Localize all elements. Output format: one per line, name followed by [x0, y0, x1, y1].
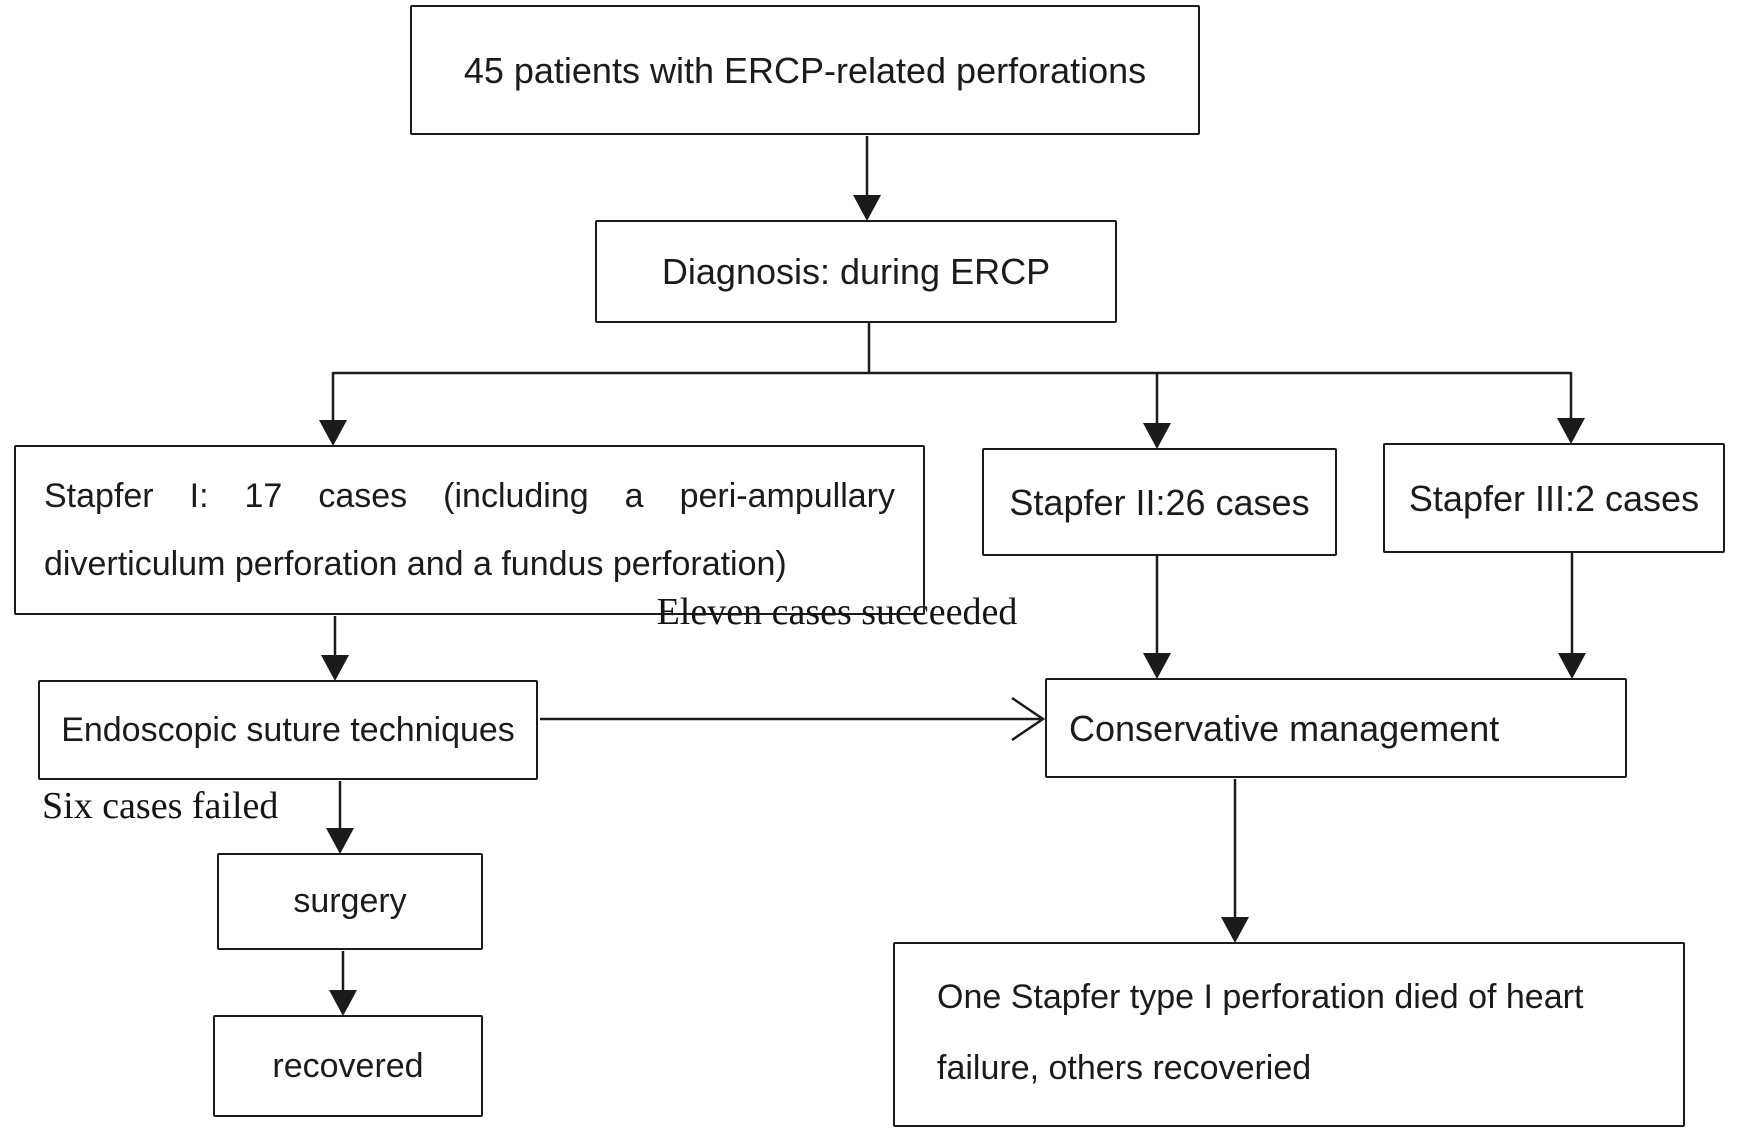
node-diagnosis-label: Diagnosis: during ERCP	[661, 251, 1051, 292]
edge-label-eleven-cases-succeeded: Eleven cases succeeded	[656, 591, 1018, 633]
node-outcome: One Stapfer type I perforation died of h…	[893, 942, 1685, 1127]
arrow-conservative-to-outcome	[1221, 779, 1249, 943]
arrow-patients-to-diagnosis	[853, 136, 881, 221]
node-recovered: recovered	[213, 1015, 483, 1117]
arrow-stapfer3-to-conservative	[1558, 553, 1586, 679]
node-stapfer-2: Stapfer II:26 cases	[982, 448, 1337, 556]
node-surgery-label: surgery	[293, 882, 407, 921]
node-endoscopic-suture: Endoscopic suture techniques	[38, 680, 538, 780]
arrow-rail-to-stapfer2	[1143, 372, 1171, 449]
node-diagnosis: Diagnosis: during ERCP	[595, 220, 1117, 323]
node-conservative-management: Conservative management	[1045, 678, 1627, 778]
branch-rail	[333, 323, 1571, 375]
node-outcome-line2: failure, others recoveried	[937, 1048, 1312, 1087]
arrow-rail-to-stapfer3	[1557, 372, 1585, 444]
node-endoscopic-suture-label: Endoscopic suture techniques	[61, 710, 515, 749]
node-conservative-management-label: Conservative management	[1069, 707, 1500, 749]
node-stapfer-1: Stapfer I: 17 cases (including a peri-am…	[14, 445, 925, 615]
node-stapfer-1-line2: diverticulum perforation and a fundus pe…	[44, 545, 787, 583]
arrow-stapfer1-to-endoscopic	[321, 616, 349, 681]
node-patients: 45 patients with ERCP-related perforatio…	[410, 5, 1200, 135]
node-stapfer-3-label: Stapfer III:2 cases	[1408, 477, 1700, 519]
node-stapfer-1-line1: Stapfer I: 17 cases (including a peri-am…	[44, 476, 895, 515]
arrow-stapfer2-to-conservative	[1143, 556, 1171, 679]
node-recovered-label: recovered	[272, 1046, 424, 1085]
node-surgery: surgery	[217, 853, 483, 950]
arrow-rail-to-stapfer1	[319, 372, 347, 446]
arrow-surgery-to-recovered	[329, 951, 357, 1016]
node-patients-label: 45 patients with ERCP-related perforatio…	[463, 49, 1147, 91]
arrow-endoscopic-to-surgery	[326, 781, 354, 854]
arrow-endoscopic-to-conservative	[540, 696, 1046, 742]
node-stapfer-3: Stapfer III:2 cases	[1383, 443, 1725, 553]
edge-label-six-cases-failed: Six cases failed	[42, 785, 279, 827]
node-stapfer-2-label: Stapfer II:26 cases	[1009, 481, 1310, 523]
node-outcome-line1: One Stapfer type I perforation died of h…	[937, 978, 1584, 1016]
